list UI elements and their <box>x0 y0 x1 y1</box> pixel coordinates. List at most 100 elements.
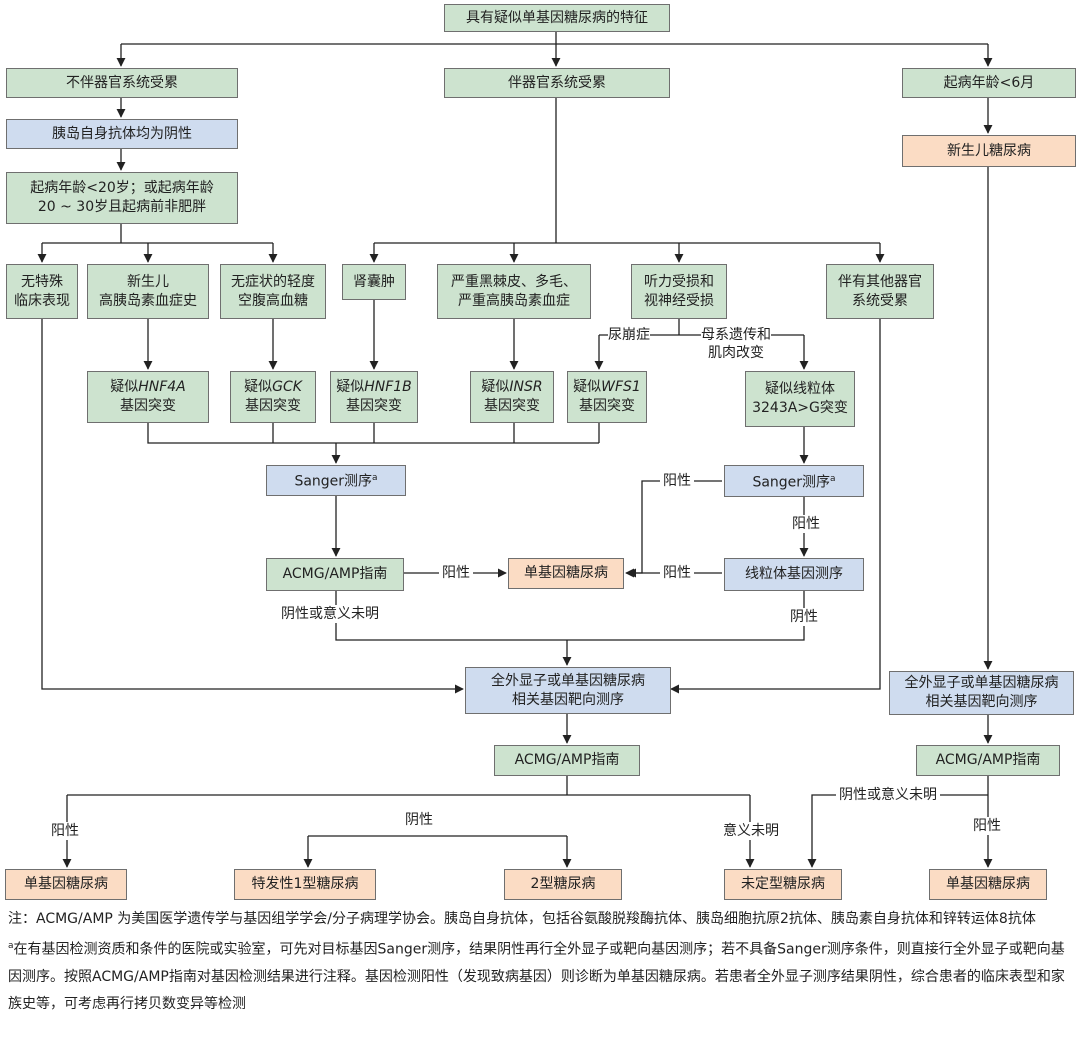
other-organ-line1: 伴有其他器官 <box>838 273 922 290</box>
note-abbreviations: 注：ACMG/AMP 为美国医学遗传学与基因组学学会/分子病理学协会。胰岛自身抗… <box>8 911 1036 927</box>
gck-node: 疑似GCK 基因突变 <box>230 371 316 423</box>
sanger-right-text: Sanger测序a <box>752 470 835 493</box>
hnf1b-line2: 基因突变 <box>346 398 402 414</box>
acanthosis-node: 严重黑棘皮、多毛、 严重高胰岛素血症 <box>437 264 591 319</box>
gck-line1: 疑似GCK <box>244 378 302 397</box>
outcome-type1-label: 特发性1型糖尿病 <box>251 876 359 892</box>
outcome-mono-left-label: 单基因糖尿病 <box>24 876 108 892</box>
acanthosis-line2: 严重高胰岛素血症 <box>458 292 570 309</box>
other-organ-node: 伴有其他器官 系统受累 <box>826 264 934 319</box>
hnf1b-gene: HNF1B <box>364 379 412 395</box>
other-organ-line2: 系统受累 <box>852 292 908 309</box>
wes-right-line2: 相关基因靶向测序 <box>925 694 1038 710</box>
wes-center-line1: 全外显子或单基因糖尿病 <box>491 672 645 689</box>
maternal-line1: 母系遗传和 <box>701 327 771 343</box>
pos-acmg-mid-label: 阳性 <box>439 564 473 582</box>
wes-right-line1: 全外显子或单基因糖尿病 <box>904 675 1059 691</box>
pos-mito-seq-label: 阳性 <box>660 564 694 582</box>
wes-right-node: 全外显子或单基因糖尿病 相关基因靶向测序 <box>889 671 1074 715</box>
wfs1-line1: 疑似WFS1 <box>573 378 641 397</box>
wes-center-node: 全外显子或单基因糖尿病 相关基因靶向测序 <box>465 667 671 714</box>
renal-cyst-label: 肾囊肿 <box>353 273 395 290</box>
neg-or-unclear-mid-label: 阴性或意义未明 <box>279 605 381 623</box>
note-a: a在有基因检测资质和条件的医院或实验室，可先对目标基因Sanger测序，结果阴性… <box>8 933 1074 1018</box>
age-criteria-line1: 起病年龄<20岁；或起病年龄 <box>30 180 214 196</box>
acmg-right-label: ACMG/AMP指南 <box>935 752 1041 768</box>
sanger-left-text: Sanger测序a <box>294 469 377 492</box>
no-organ-node: 不伴器官系统受累 <box>6 68 238 98</box>
sanger-right-sup: a <box>830 473 836 484</box>
note-a-mark: a <box>8 941 14 951</box>
acmg-bottom-node: ACMG/AMP指南 <box>494 745 640 776</box>
maternal-muscle-label: 母系遗传和 肌肉改变 <box>701 326 771 362</box>
neonatal-diabetes-label: 新生儿糖尿病 <box>947 142 1031 159</box>
hearing-line2: 视神经受损 <box>644 292 714 309</box>
mild-fasting-line2: 空腹高血糖 <box>238 292 308 309</box>
outcome-mono-left: 单基因糖尿病 <box>5 869 127 900</box>
sanger-left-label: Sanger测序 <box>294 473 373 490</box>
hnf4a-pre: 疑似 <box>110 379 139 395</box>
maternal-line2: 肌肉改变 <box>708 345 764 361</box>
hnf4a-line1: 疑似HNF4A <box>110 378 186 397</box>
neg-bottom-label: 阴性 <box>402 811 436 829</box>
sanger-left-node: Sanger测序a <box>266 465 406 496</box>
hearing-node: 听力受损和 视神经受损 <box>631 264 727 319</box>
footnotes: 注：ACMG/AMP 为美国医学遗传学与基因组学学会/分子病理学协会。胰岛自身抗… <box>8 906 1074 1018</box>
insr-pre: 疑似 <box>481 379 510 395</box>
hnf1b-pre: 疑似 <box>336 379 365 395</box>
with-organ-label: 伴器官系统受累 <box>508 74 606 91</box>
mito-seq-label: 线粒体基因测序 <box>745 566 843 582</box>
sanger-right-label: Sanger测序 <box>752 474 831 491</box>
root-node: 具有疑似单基因糖尿病的特征 <box>444 4 670 32</box>
sanger-left-sup: a <box>372 473 378 484</box>
insr-line1: 疑似INSR <box>481 378 542 397</box>
diabetes-insipidus-label: 尿崩症 <box>608 326 650 344</box>
no-feature-node: 无特殊 临床表现 <box>6 264 78 319</box>
mild-fasting-line1: 无症状的轻度 <box>231 273 315 290</box>
mito-seq-node: 线粒体基因测序 <box>724 558 864 591</box>
hnf1b-line1: 疑似HNF1B <box>336 378 412 397</box>
outcome-type1: 特发性1型糖尿病 <box>234 869 376 900</box>
outcome-undefined: 未定型糖尿病 <box>724 869 842 900</box>
gck-gene: GCK <box>272 379 302 395</box>
neg-or-unclear-right-label: 阴性或意义未明 <box>836 786 940 804</box>
insr-gene: INSR <box>509 379 543 395</box>
acmg-mid-node: ACMG/AMP指南 <box>266 558 404 591</box>
with-organ-node: 伴器官系统受累 <box>444 68 670 98</box>
onset-6m-label: 起病年龄<6月 <box>943 74 1035 91</box>
acanthosis-line1: 严重黑棘皮、多毛、 <box>451 273 577 290</box>
outcome-mono-right: 单基因糖尿病 <box>929 869 1047 900</box>
insr-node: 疑似INSR 基因突变 <box>470 371 554 423</box>
neonatal-hypo-line1: 新生儿 <box>127 273 169 290</box>
antibody-negative-node: 胰岛自身抗体均为阴性 <box>6 119 238 149</box>
age-criteria-line2: 20 ~ 30岁且起病前非肥胖 <box>37 199 207 215</box>
renal-cyst-node: 肾囊肿 <box>342 264 406 300</box>
age-criteria-node: 起病年龄<20岁；或起病年龄 20 ~ 30岁且起病前非肥胖 <box>6 172 238 224</box>
unclear-bottom-label: 意义未明 <box>720 822 782 840</box>
hnf4a-line2: 基因突变 <box>120 398 176 414</box>
antibody-negative-label: 胰岛自身抗体均为阴性 <box>52 125 192 142</box>
insr-line2: 基因突变 <box>484 398 540 414</box>
pos-sanger-right-label: 阳性 <box>660 472 694 490</box>
mito-suspect-line1: 疑似线粒体 <box>765 381 835 397</box>
gck-pre: 疑似 <box>244 379 273 395</box>
mito-suspect-node: 疑似线粒体 3243A>G突变 <box>745 371 855 427</box>
outcome-type2: 2型糖尿病 <box>504 869 622 900</box>
hnf4a-gene: HNF4A <box>138 379 186 395</box>
wes-center-line2: 相关基因靶向测序 <box>512 691 624 708</box>
neg-mito-seq-label: 阴性 <box>787 608 821 626</box>
sanger-right-node: Sanger测序a <box>724 465 864 497</box>
pos-right-label: 阳性 <box>970 817 1004 835</box>
acmg-mid-label: ACMG/AMP指南 <box>282 566 388 582</box>
neonatal-hypo-node: 新生儿 高胰岛素血症史 <box>87 264 209 319</box>
outcome-undefined-label: 未定型糖尿病 <box>741 876 825 892</box>
mito-suspect-line2: 3243A>G突变 <box>752 400 848 416</box>
pos-to-mito-label: 阳性 <box>789 515 823 533</box>
acmg-bottom-label: ACMG/AMP指南 <box>514 752 620 768</box>
wfs1-pre: 疑似 <box>573 379 602 395</box>
root-label: 具有疑似单基因糖尿病的特征 <box>466 9 648 26</box>
mono-mid-label: 单基因糖尿病 <box>524 565 608 581</box>
outcome-type2-label: 2型糖尿病 <box>530 876 596 892</box>
no-feature-line2: 临床表现 <box>14 292 70 309</box>
note-a-text: 在有基因检测资质和条件的医院或实验室，可先对目标基因Sanger测序，结果阴性再… <box>8 941 1065 1012</box>
